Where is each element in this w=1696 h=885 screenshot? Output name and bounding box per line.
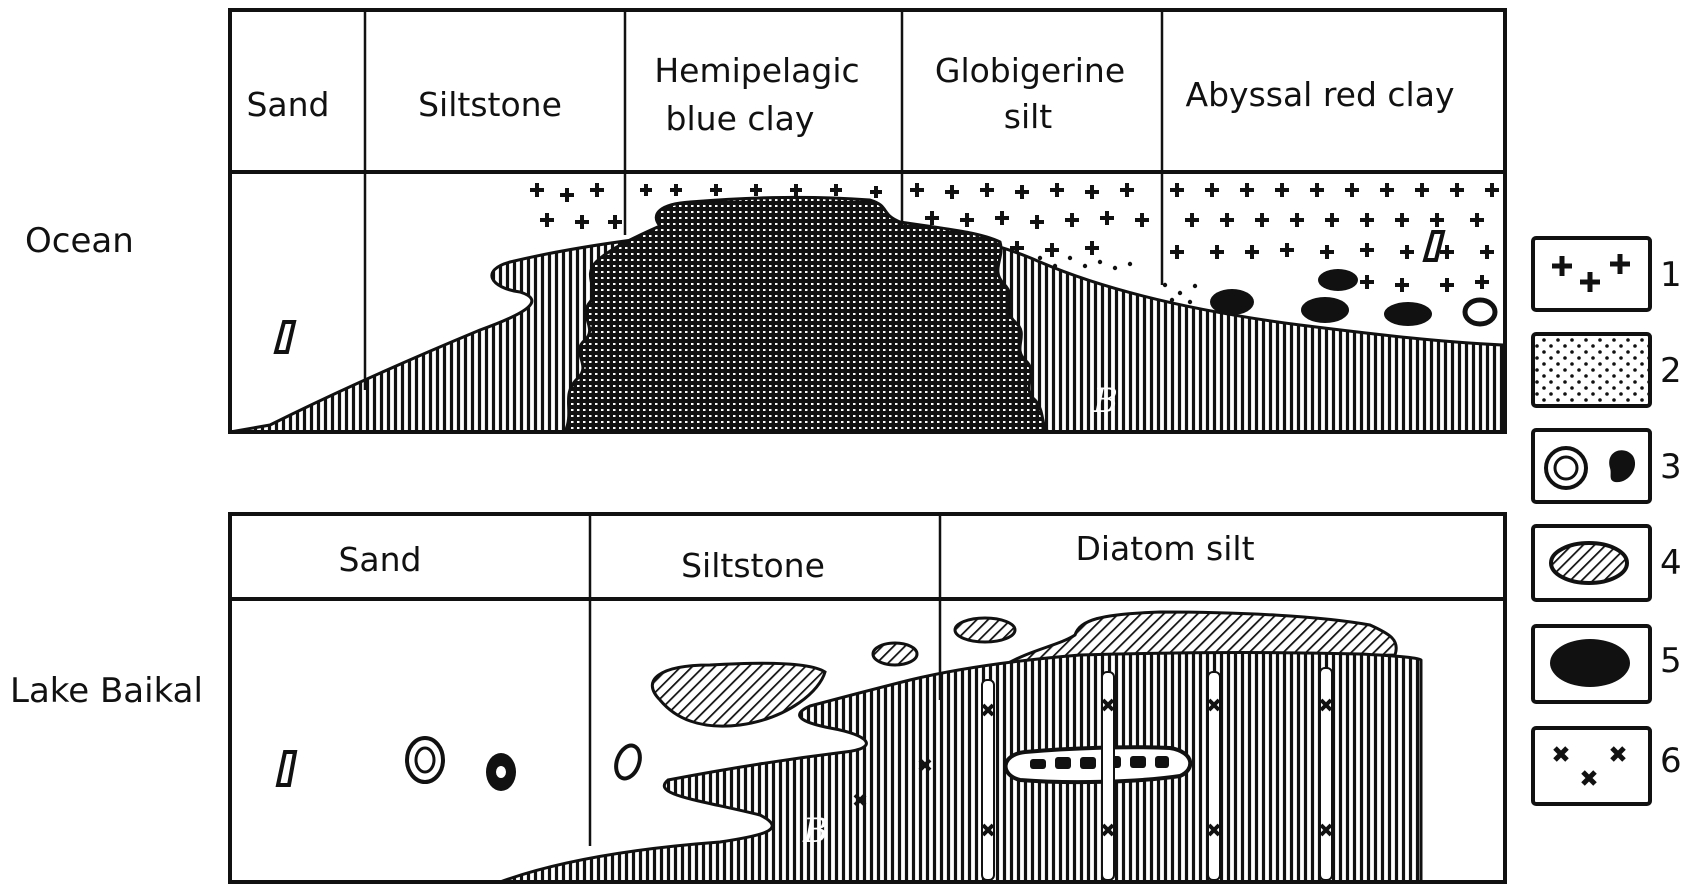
ocean-col-abyssal: Abyssal red clay: [1186, 75, 1455, 114]
baikal-col-diatom: Diatom silt: [1075, 529, 1254, 568]
baikal-col-siltstone: Siltstone: [681, 546, 825, 585]
ocean-nodule: [1318, 269, 1358, 291]
legend-number-6: 6: [1660, 741, 1682, 781]
ocean-col-globigerine-1: Globigerine: [935, 51, 1125, 90]
legend-item-3: 3: [1533, 430, 1682, 502]
legend-item-4: 4: [1533, 526, 1682, 600]
ocean-col-globigerine-2: silt: [1004, 97, 1053, 136]
ocean-col-hemipelagic-2: blue clay: [666, 99, 815, 138]
legend-item-1: 1: [1533, 238, 1682, 310]
ocean-col-hemipelagic-1: Hemipelagic: [654, 51, 859, 90]
baikal-b-mark: B: [802, 811, 828, 851]
baikal-hatched-lens: [873, 643, 917, 665]
ocean-sand-shell: [276, 322, 294, 352]
legend-number-2: 2: [1660, 351, 1682, 391]
legend-item-6: 6: [1533, 728, 1682, 804]
ocean-ring-nodule: [1465, 300, 1495, 324]
legend-item-5: 5: [1533, 626, 1682, 702]
ocean-b-mark: B: [1092, 381, 1118, 421]
legend-number-1: 1: [1660, 255, 1682, 295]
legend-number-3: 3: [1660, 447, 1682, 487]
baikal-siltstone-nodule: [612, 742, 644, 781]
legend-number-4: 4: [1660, 543, 1682, 583]
baikal-hatched-lens: [955, 618, 1015, 642]
legend: 1 2 3 4 5: [1533, 238, 1682, 804]
legend-hatched-lens-icon: [1551, 543, 1627, 583]
legend-solid-lens-icon: [1550, 639, 1630, 687]
row-label-ocean: Ocean: [25, 221, 134, 261]
baikal-col-sand: Sand: [338, 540, 421, 579]
baikal-sand-shell: [278, 752, 295, 785]
ocean-col-sand: Sand: [246, 85, 329, 124]
ocean-nodule: [1384, 302, 1432, 326]
ocean-col-siltstone: Siltstone: [418, 85, 562, 124]
ocean-shell: [1425, 232, 1443, 260]
ocean-nodule: [1210, 289, 1254, 315]
legend-item-2: 2: [1533, 334, 1682, 406]
ocean-section: B Sand Siltstone Hemipelagic blue clay G…: [230, 10, 1505, 432]
legend-number-5: 5: [1660, 641, 1682, 681]
baikal-section: B Sand Siltstone Diatom silt: [230, 514, 1505, 882]
ocean-hemipelagic-core: [565, 197, 1048, 432]
row-label-baikal: Lake Baikal: [10, 671, 203, 711]
ocean-nodule: [1301, 297, 1349, 323]
